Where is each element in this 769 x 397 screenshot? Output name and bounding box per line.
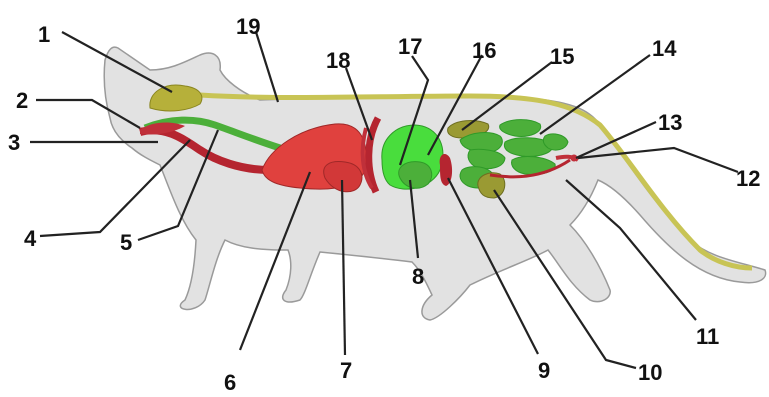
label-8: 8 [412, 264, 424, 289]
label-10: 10 [638, 360, 662, 385]
label-12: 12 [736, 166, 760, 191]
label-1: 1 [38, 22, 50, 47]
label-14: 14 [652, 36, 677, 61]
leader-19 [256, 32, 278, 102]
label-18: 18 [326, 48, 350, 73]
label-13: 13 [658, 110, 682, 135]
label-19: 19 [236, 14, 260, 39]
label-11: 11 [696, 324, 719, 349]
label-5: 5 [120, 230, 132, 255]
label-3: 3 [8, 130, 20, 155]
label-15: 15 [550, 44, 574, 69]
label-9: 9 [538, 358, 550, 383]
label-17: 17 [398, 34, 422, 59]
label-2: 2 [16, 88, 28, 113]
label-4: 4 [24, 226, 37, 251]
label-6: 6 [224, 370, 236, 395]
label-7: 7 [340, 358, 352, 383]
label-16: 16 [472, 38, 496, 63]
cat-body-silhouette [104, 47, 765, 320]
